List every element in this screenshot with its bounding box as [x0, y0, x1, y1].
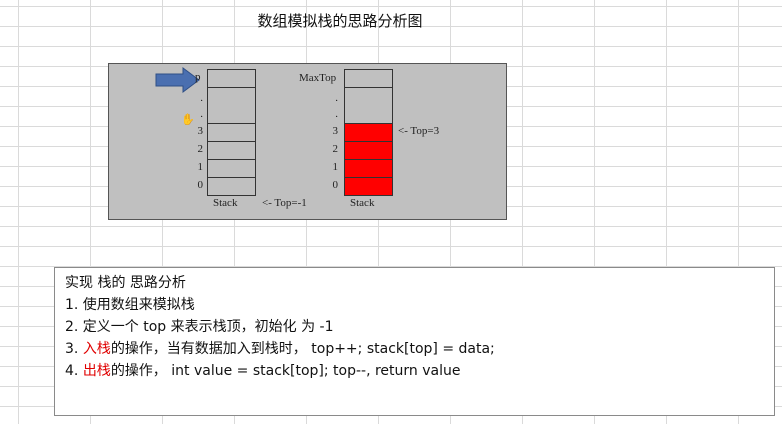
right-row-label: 3: [332, 125, 339, 137]
right-row-label: 0: [332, 179, 339, 191]
left-row-label: 0: [197, 179, 204, 191]
right-row-label: .: [335, 92, 338, 104]
step-4-text: 的操作， int value = stack[top]; top--, retu…: [110, 363, 461, 379]
step-4: 4. 出栈的操作， int value = stack[top]; top--,…: [65, 360, 764, 382]
panel-heading: 实现 栈的 思路分析: [65, 275, 186, 291]
explanation-textbox[interactable]: 实现 栈的 思路分析 1. 使用数组来模拟栈 2. 定义一个 top 来表示栈顶…: [54, 267, 775, 416]
left-row-label: .: [200, 92, 203, 104]
stack-diagram: ✋ p . . 3 2 1 0 Stack <- Top=-1 MaxTop .…: [108, 63, 507, 220]
pop-keyword: 出栈: [82, 363, 111, 379]
left-stack: [207, 69, 256, 196]
push-keyword: 入栈: [82, 341, 111, 357]
stack-cell-filled: [344, 141, 393, 160]
top-marker: p: [195, 71, 201, 83]
right-stack: [344, 69, 393, 196]
left-stack-label: Stack: [213, 197, 238, 209]
stack-cell: [207, 141, 256, 160]
stack-cell: [207, 123, 256, 142]
maxtop-label: MaxTop: [299, 72, 337, 84]
step-4-prefix: 4.: [65, 363, 83, 379]
page-title: 数组模拟栈的思路分析图: [257, 12, 423, 30]
right-arrow-icon: [155, 67, 200, 93]
stack-cell-filled: [344, 159, 393, 178]
left-row-label: 1: [197, 161, 204, 173]
stack-cell: [344, 69, 393, 88]
right-row-label: 2: [332, 143, 339, 155]
step-2: 2. 定义一个 top 来表示栈顶，初始化 为 -1: [65, 319, 334, 335]
hand-cursor-icon: ✋: [181, 113, 195, 126]
left-row-label: 2: [197, 143, 204, 155]
step-3: 3. 入栈的操作，当有数据加入到栈时， top++; stack[top] = …: [65, 338, 764, 360]
stack-cell: [207, 177, 256, 196]
step-1: 1. 使用数组来模拟栈: [65, 297, 195, 313]
right-row-label: .: [335, 108, 338, 120]
right-stack-label: Stack: [350, 197, 375, 209]
right-row-label: 1: [332, 161, 339, 173]
step-3-text: 的操作，当有数据加入到栈时， top++; stack[top] = data;: [110, 341, 495, 357]
right-stack-pointer: <- Top=3: [398, 125, 440, 137]
left-row-label: .: [200, 108, 203, 120]
left-stack-pointer: <- Top=-1: [262, 197, 307, 209]
stack-cell: [207, 69, 256, 88]
stack-cell: [207, 87, 256, 124]
stack-cell-filled: [344, 123, 393, 142]
stack-cell: [207, 159, 256, 178]
left-row-label: 3: [197, 125, 204, 137]
stack-cell: [344, 87, 393, 124]
stack-cell-filled: [344, 177, 393, 196]
step-3-prefix: 3.: [65, 341, 83, 357]
